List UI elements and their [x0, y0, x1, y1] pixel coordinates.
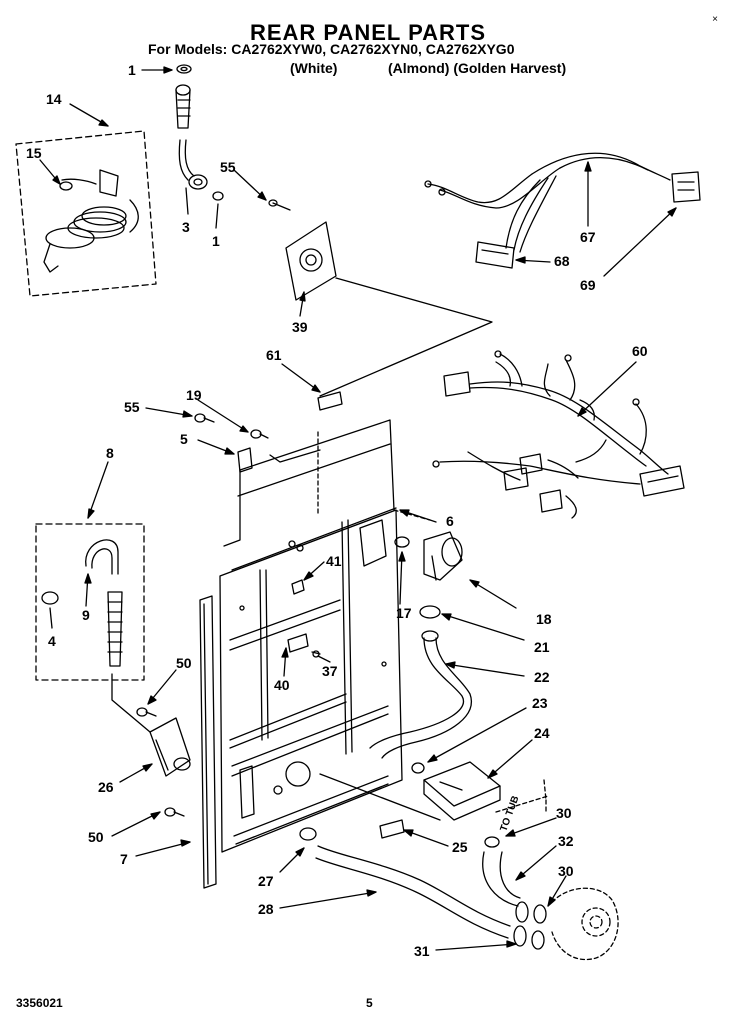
- color-white: (White): [290, 60, 338, 76]
- leader-lines: [39, 66, 677, 951]
- clamp-part-30-top: [484, 836, 500, 848]
- leader-to-tub: [495, 779, 549, 813]
- valve-part-18: [423, 531, 463, 581]
- callout-30b: 30: [558, 863, 574, 879]
- inlet-hose-part-3: [175, 84, 208, 190]
- callout-26: 26: [98, 779, 114, 795]
- washer-part-1b: [212, 191, 224, 201]
- power-cord-kit-box-14: [15, 130, 157, 297]
- clip-part-41: [291, 579, 305, 595]
- callout-67: 67: [580, 229, 596, 245]
- callout-22: 22: [534, 669, 550, 685]
- callout-25: 25: [452, 839, 468, 855]
- clamp-part-21: [419, 605, 441, 619]
- callout-4: 4: [48, 633, 56, 649]
- wire-harness-part-67: [424, 152, 701, 269]
- callout-5: 5: [180, 431, 188, 447]
- callout-61: 61: [266, 347, 282, 363]
- models-line: For Models: CA2762XYW0, CA2762XYN0, CA27…: [148, 41, 515, 57]
- pump-part-24: [423, 761, 501, 821]
- callout-37: 37: [322, 663, 338, 679]
- callout-55a: 55: [220, 159, 236, 175]
- footer-code: 3356021: [16, 996, 63, 1010]
- screw-part-50-top: [136, 707, 157, 717]
- tub-hose-part-32: [482, 851, 529, 923]
- leader-6: [317, 431, 431, 521]
- callout-32: 32: [558, 833, 574, 849]
- callout-30a: 30: [556, 805, 572, 821]
- screw-part-50-bottom: [164, 807, 185, 817]
- bracket-part-61: [317, 391, 343, 411]
- inlet-washer-part-1: [176, 64, 192, 74]
- rear-panel-body: [219, 419, 403, 853]
- callout-55b: 55: [124, 399, 140, 415]
- callout-7: 7: [120, 851, 128, 867]
- callout-1a: 1: [128, 62, 136, 78]
- color-almond-gold: (Almond) (Golden Harvest): [388, 60, 567, 76]
- callout-68: 68: [554, 253, 570, 269]
- callout-23: 23: [532, 695, 548, 711]
- screw-part-37: [311, 650, 321, 658]
- screw-part-55-top: [268, 199, 291, 211]
- callout-18: 18: [536, 611, 552, 627]
- pad-part-25: [379, 819, 405, 839]
- callout-21: 21: [534, 639, 550, 655]
- page-title: REAR PANEL PARTS: [249, 20, 487, 45]
- callout-69: 69: [580, 277, 596, 293]
- callout-31: 31: [414, 943, 430, 959]
- callout-8: 8: [106, 445, 114, 461]
- callout-19: 19: [186, 387, 202, 403]
- clamp-part-27: [299, 827, 317, 841]
- callout-24: 24: [534, 725, 550, 741]
- screw-part-19: [250, 429, 269, 439]
- drain-hose-kit-box-8: [35, 523, 145, 681]
- callout-17: 17: [396, 605, 412, 621]
- callout-3: 3: [182, 219, 190, 235]
- spacer-part-17: [394, 536, 410, 548]
- corner-mark: ×: [712, 14, 718, 25]
- clamp-part-4: [41, 591, 59, 605]
- bracket-part-40: [287, 633, 309, 653]
- callout-9: 9: [82, 607, 90, 623]
- hose-part-28: [315, 845, 511, 939]
- footer-page-number: 5: [366, 996, 373, 1010]
- callout-50b: 50: [88, 829, 104, 845]
- callout-27: 27: [258, 873, 274, 889]
- tub-outlet: [551, 887, 619, 961]
- callout-60: 60: [632, 343, 648, 359]
- callout-14: 14: [46, 91, 62, 107]
- clamp-part-31: [513, 925, 545, 950]
- to-tub-label: TO TUB: [498, 794, 521, 833]
- inlet-bracket-part-39: [285, 221, 337, 301]
- clamp-part-23: [411, 762, 425, 774]
- wire-harness-part-60: [432, 350, 685, 519]
- side-rail-part-7: [199, 595, 217, 889]
- callout-39: 39: [292, 319, 308, 335]
- callout-41: 41: [326, 553, 342, 569]
- hose-part-9: [85, 539, 123, 667]
- callout-50a: 50: [176, 655, 192, 671]
- screw-part-55-left: [194, 413, 215, 423]
- callout-28: 28: [258, 901, 274, 917]
- callout-1b: 1: [212, 233, 220, 249]
- power-cord-part-15: [43, 169, 139, 273]
- callout-15: 15: [26, 145, 42, 161]
- callout-6: 6: [446, 513, 454, 529]
- bracket-part-26: [149, 717, 191, 777]
- clamp-part-30-bottom: [533, 904, 547, 924]
- callout-40: 40: [274, 677, 290, 693]
- hose-part-22: [369, 630, 472, 759]
- clip-part-5: [237, 447, 253, 473]
